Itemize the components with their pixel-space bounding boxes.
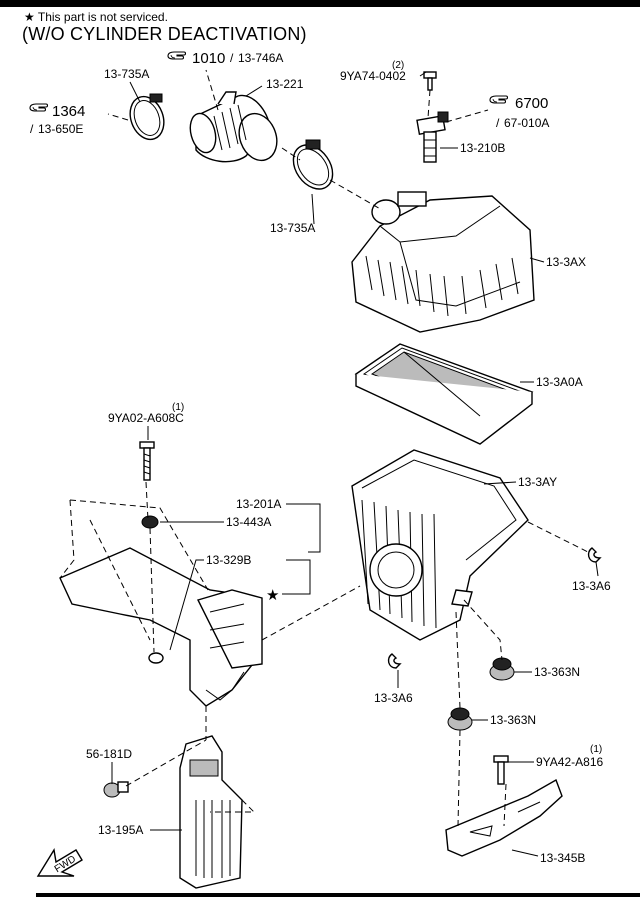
label-13-3A6-right: 13-3A6 [572,579,611,593]
ref-code: 67-010A [504,116,549,130]
grommet-13-363N-b[interactable] [447,707,473,731]
label-13-3AX: 13-3AX [546,255,586,269]
label-qty-1a: (1) [172,402,184,413]
label-13-210B: 13-210B [460,141,505,155]
assembly-lines [59,69,589,827]
duct-13-201A[interactable] [59,547,263,707]
hose-13-221[interactable] [186,91,283,166]
leader-lines [111,71,599,857]
label-9YA74-0402: 9YA74-0402 [340,69,406,83]
star-icon: ★ [266,587,279,604]
label-13-3A6-left: 13-3A6 [374,691,413,705]
clip-13-329B[interactable] [148,652,164,664]
label-13-3AY: 13-3AY [518,475,557,489]
case-13-3AY[interactable] [351,449,529,641]
ref-sep: / [230,51,234,65]
ref-code: 13-746A [238,51,283,65]
filter-13-3A0A[interactable] [354,343,534,445]
label-qty-2: (2) [392,60,404,71]
label-13-363N-a: 13-363N [534,665,580,679]
ref-1364[interactable]: 1364 / 13-650E [29,103,85,136]
label-56-181D: 56-181D [86,747,132,761]
ref-sep: / [30,122,34,136]
bolt-56-181D[interactable] [103,781,129,798]
ref-6700[interactable]: 6700 / 67-010A [489,95,549,130]
hand-pointer-icon [167,51,187,60]
label-9YA02-A608C: 9YA02-A608C [108,411,184,425]
not-serviced-note: ★ This part is not serviced. [24,10,168,24]
label-13-345B: 13-345B [540,851,585,865]
clamp-13-735A-top[interactable] [124,92,169,144]
grommet-13-443A[interactable] [141,515,159,529]
top-rule [0,0,640,7]
bottom-rule [36,893,640,897]
label-13-195A: 13-195A [98,823,143,837]
page-title: (W/O CYLINDER DEACTIVATION) [22,24,307,44]
fwd-arrow-icon: FWD [36,848,83,877]
ref-page: 1010 [192,50,225,67]
ref-sep: / [496,116,500,130]
label-13-363N-b: 13-363N [490,713,536,727]
label-13-221: 13-221 [266,77,304,91]
bolt-9YA42-A816[interactable] [493,755,509,785]
sensor-13-210B[interactable] [416,111,449,163]
bolt-9YA74-0402[interactable] [423,71,437,91]
label-13-443A: 13-443A [226,515,271,529]
hand-pointer-icon [29,103,49,112]
clip-13-3A6-left[interactable] [387,653,402,669]
hand-pointer-icon [489,95,509,104]
label-13-329B: 13-329B [206,553,251,567]
label-13-735A-mid: 13-735A [270,221,315,235]
ref-code: 13-650E [38,122,83,136]
bolt-9YA02-A608C[interactable] [139,441,155,481]
label-9YA42-A816: 9YA42-A816 [536,755,603,769]
label-qty-1b: (1) [590,744,602,755]
note-text: This part is not serviced. [37,10,168,24]
ref-page: 6700 [515,95,548,112]
star-icon: ★ [24,10,35,24]
ref-page: 1364 [52,103,85,120]
clip-13-3A6-right[interactable] [587,547,602,563]
clamp-13-735A-mid[interactable] [285,138,340,197]
label-13-735A-top: 13-735A [104,67,149,81]
cover-13-3AX[interactable] [351,191,535,333]
label-13-3A0A: 13-3A0A [536,375,583,389]
grommet-13-363N-a[interactable] [489,657,515,681]
ref-1010[interactable]: 1010 / 13-746A [167,50,283,67]
resonator-13-195A[interactable] [179,735,243,889]
label-13-201A: 13-201A [236,497,281,511]
